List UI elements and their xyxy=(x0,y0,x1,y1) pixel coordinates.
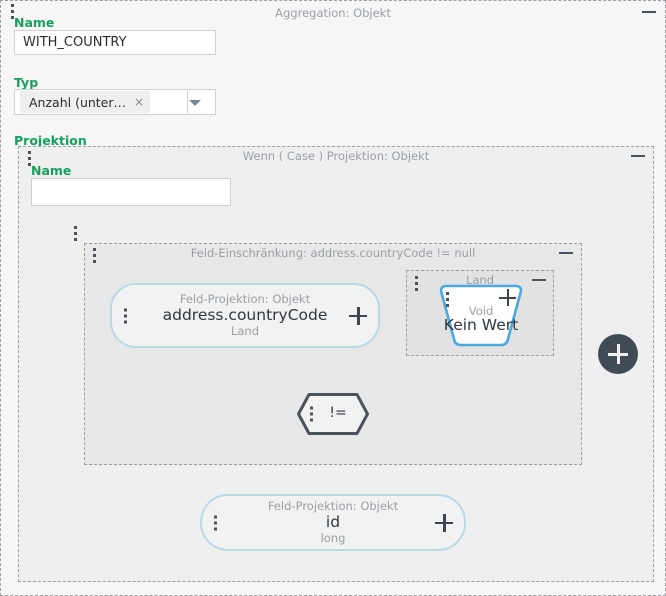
case-drag-handle[interactable] xyxy=(28,151,31,166)
node-main-label: id xyxy=(325,513,341,531)
case-name-input[interactable] xyxy=(31,178,231,206)
land-drag-handle[interactable] xyxy=(415,276,418,291)
kebab-menu-icon[interactable] xyxy=(124,308,127,323)
aggregation-type-label: Typ xyxy=(14,75,39,90)
kebab-menu-icon[interactable] xyxy=(310,406,313,422)
kebab-menu-icon[interactable] xyxy=(214,515,217,530)
node-title: Void xyxy=(468,304,494,318)
operator-symbol: != xyxy=(329,405,347,421)
plus-icon[interactable] xyxy=(349,306,367,325)
land-collapse-icon[interactable] xyxy=(532,279,546,281)
aggregation-name-label: Name xyxy=(14,15,55,30)
node-title: Feld-Projektion: Objekt xyxy=(267,499,399,513)
add-node-button[interactable] xyxy=(598,334,638,374)
node-sub-label: long xyxy=(320,531,346,545)
node-main-label: Kein Wert xyxy=(443,316,519,334)
case-name-label: Name xyxy=(31,163,72,178)
node-operator-not-equal[interactable]: != xyxy=(296,392,370,436)
field-constraint-drag-handle[interactable] xyxy=(93,248,96,263)
field-constraint-collapse-icon[interactable] xyxy=(559,252,573,254)
type-chip-label: Anzahl (unter… xyxy=(29,94,127,110)
node-field-projection-id[interactable]: Feld-Projektion: Objekt id long xyxy=(200,494,466,551)
plus-icon[interactable] xyxy=(435,513,453,532)
type-chip[interactable]: Anzahl (unter… × xyxy=(20,91,151,113)
field-constraint-title: Feld-Einschränkung: address.countryCode … xyxy=(190,246,476,260)
aggregation-panel-title: Aggregation: Objekt xyxy=(275,6,391,20)
constraint-outer-drag-handle[interactable] xyxy=(74,226,77,241)
kebab-menu-icon[interactable] xyxy=(446,292,449,307)
chevron-down-icon[interactable] xyxy=(189,100,201,106)
case-collapse-icon[interactable] xyxy=(631,155,645,157)
node-void-kein-wert[interactable]: Void Kein Wert xyxy=(438,283,524,348)
node-sub-label: Land xyxy=(230,324,260,338)
aggregation-name-input[interactable]: WITH_COUNTRY xyxy=(14,30,216,55)
node-field-projection-country-code[interactable]: Feld-Projektion: Objekt address.countryC… xyxy=(110,283,380,348)
projection-label: Projektion xyxy=(14,133,87,148)
aggregation-type-select[interactable]: Anzahl (unter… × xyxy=(14,89,216,115)
plus-icon[interactable] xyxy=(499,289,516,306)
case-panel-title: Wenn ( Case ) Projektion: Objekt xyxy=(242,149,430,163)
close-icon[interactable]: × xyxy=(134,95,145,109)
node-main-label: address.countryCode xyxy=(162,306,328,324)
aggregation-collapse-icon[interactable] xyxy=(642,11,656,13)
node-title: Feld-Projektion: Objekt xyxy=(179,292,311,306)
aggregation-drag-handle[interactable] xyxy=(11,4,14,19)
